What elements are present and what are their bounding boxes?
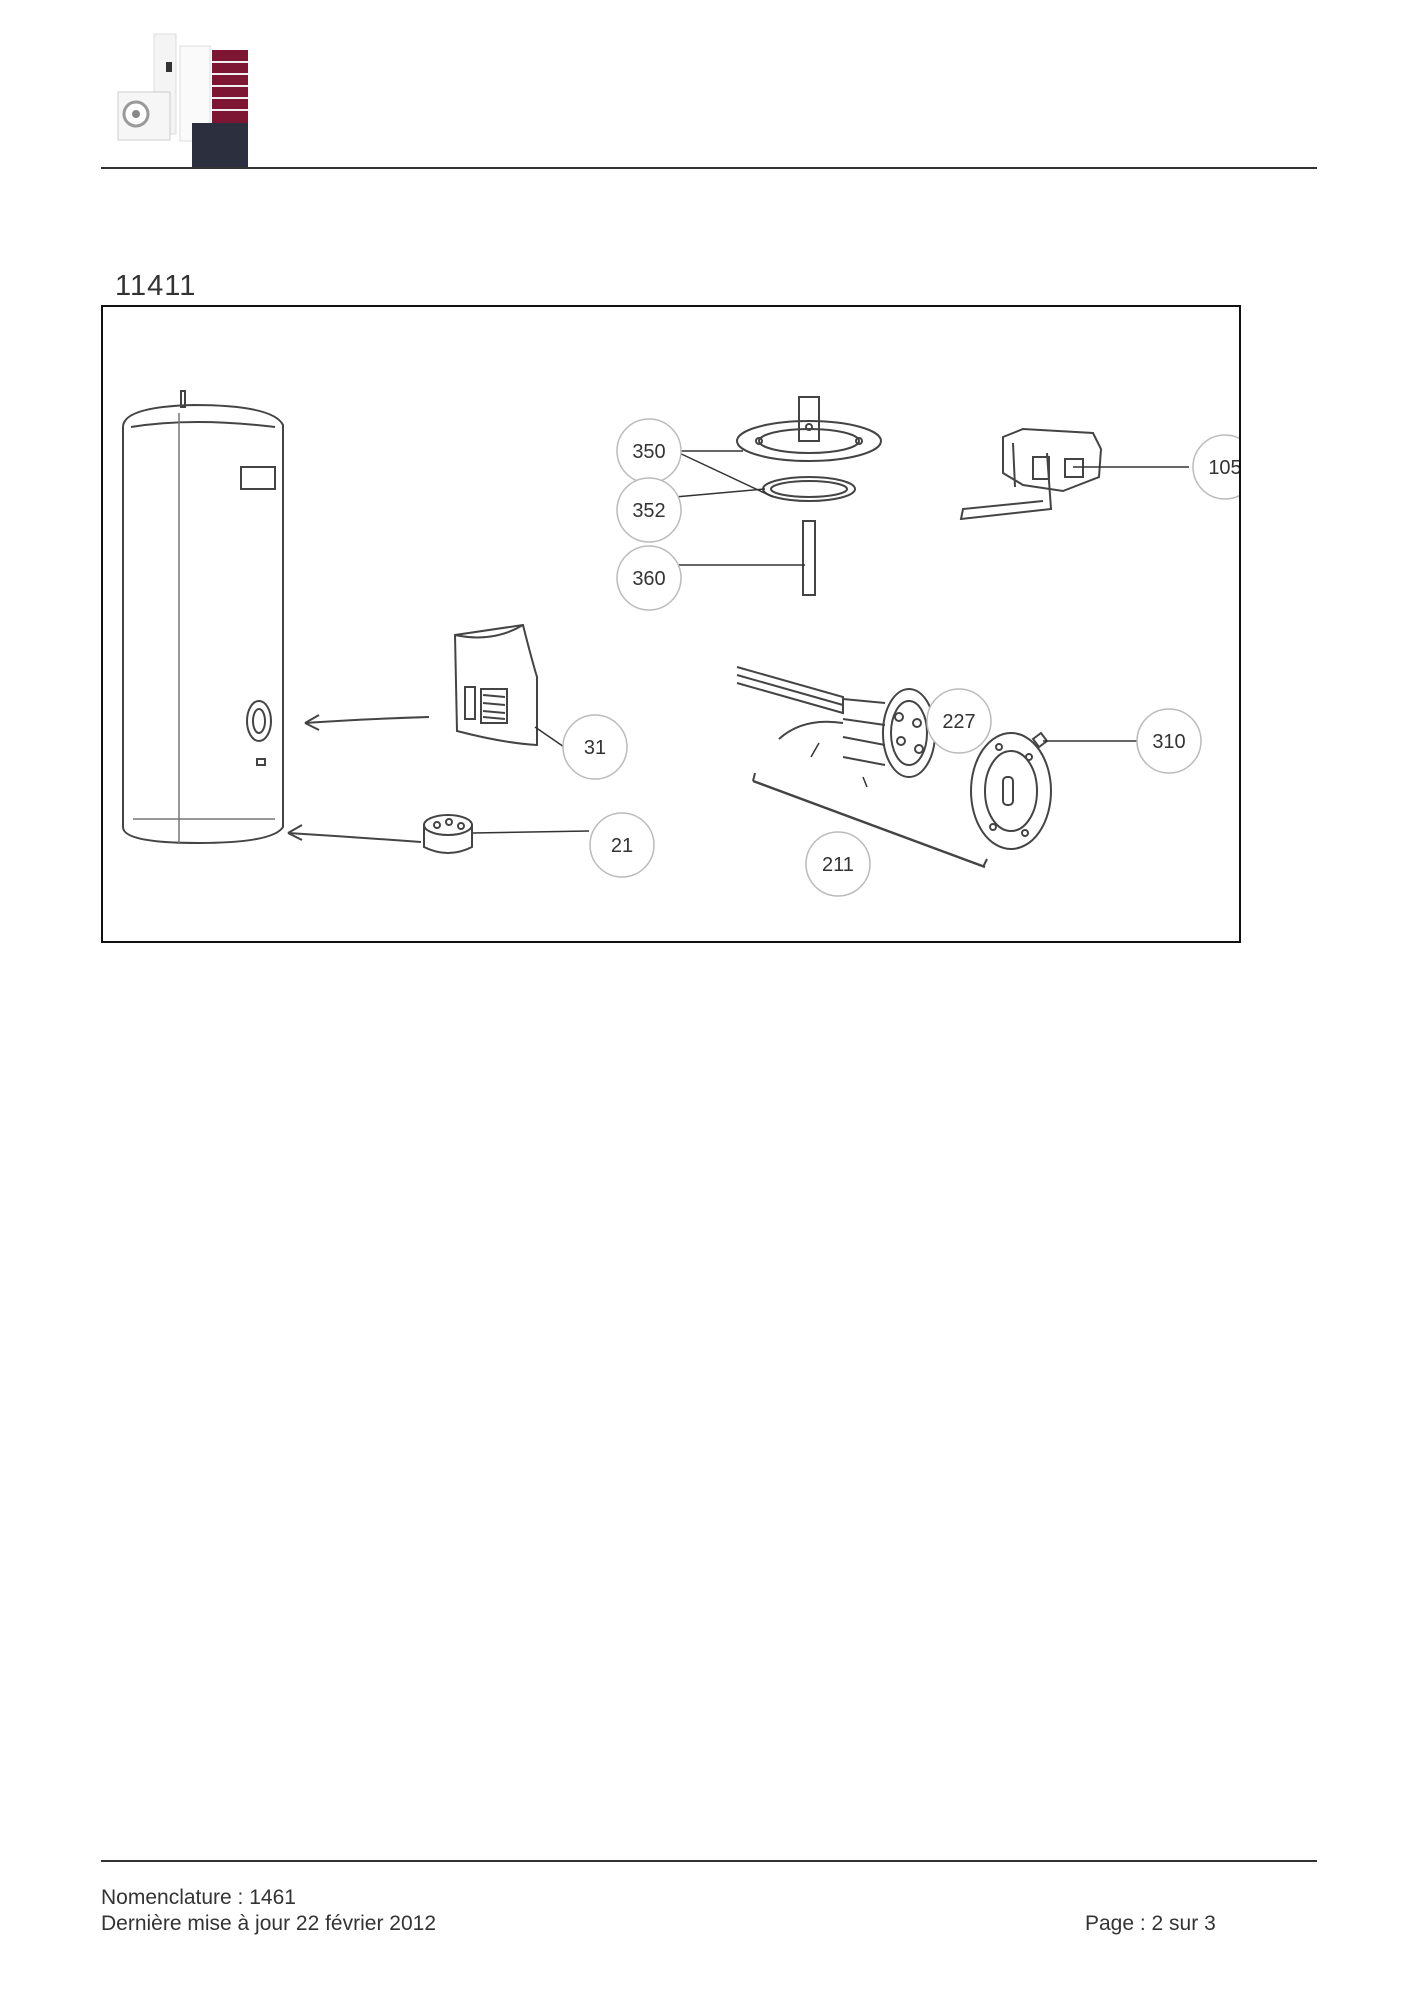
callout-352-label: 352 — [632, 500, 665, 522]
callout-31 — [562, 714, 628, 780]
figure-reference: 11411 — [115, 270, 197, 302]
water-heater-tank — [122, 390, 284, 845]
callout-21 — [589, 812, 655, 878]
page-number: Page : 2 sur 3 — [1085, 1912, 1216, 1935]
callout-352 — [616, 477, 682, 543]
callout-227 — [926, 688, 992, 754]
callout-105 — [1192, 434, 1239, 500]
arrow-cover — [304, 716, 430, 724]
flange-assembly — [736, 396, 882, 596]
callout-310-label: 310 — [1152, 731, 1185, 753]
callout-31-label: 31 — [584, 737, 606, 759]
callout-105-label: 105 — [1208, 457, 1239, 479]
callout-360-label: 360 — [632, 568, 665, 590]
exploded-parts-diagram: 350 352 360 105 227 310 31 21 211 — [101, 305, 1241, 943]
thermostat — [959, 427, 1103, 521]
callout-numbers: 350 352 360 105 227 310 31 21 211 — [584, 441, 1239, 876]
product-range-logo-icon — [117, 33, 248, 167]
leader-lines — [472, 450, 1189, 834]
callout-bubbles — [562, 418, 1239, 897]
footer-nomenclature: Nomenclature : 1461 — [101, 1886, 296, 1909]
footer-last-update: Dernière mise à jour 22 février 2012 — [101, 1912, 436, 1935]
heating-element — [736, 666, 1052, 869]
callout-211 — [805, 831, 871, 897]
callout-310 — [1136, 708, 1202, 774]
callout-350-label: 350 — [632, 441, 665, 463]
callout-21-label: 21 — [611, 835, 633, 857]
callout-211-label: 211 — [822, 854, 854, 876]
callout-360 — [616, 545, 682, 611]
control-cover — [453, 623, 538, 747]
callout-227-label: 227 — [942, 711, 975, 733]
arrow-anode — [287, 832, 422, 843]
anode-block — [423, 814, 473, 854]
footer-divider — [101, 1860, 1317, 1862]
brand-logo — [100, 28, 278, 168]
header-divider — [101, 167, 1317, 169]
parts-drawing: 350 352 360 105 227 310 31 21 211 — [122, 390, 1239, 897]
